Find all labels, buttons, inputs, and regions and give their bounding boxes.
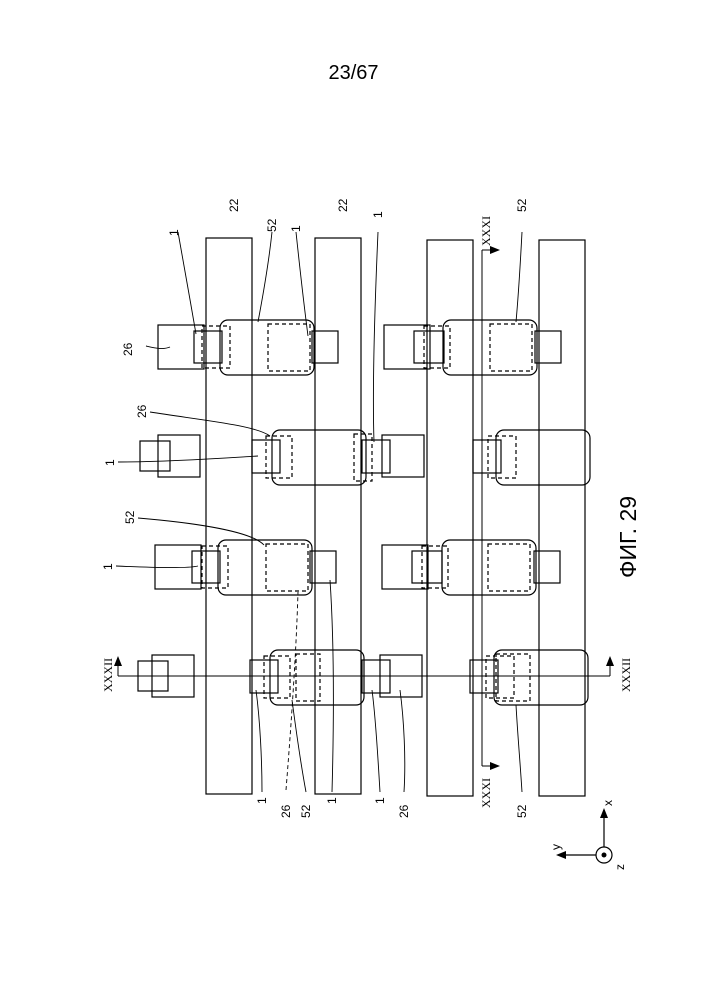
element-1 bbox=[140, 441, 170, 471]
label-1: 1 bbox=[373, 797, 387, 804]
pad-26 bbox=[158, 325, 204, 369]
figure-label: ФИГ. 29 bbox=[615, 496, 641, 578]
hidden-outline bbox=[266, 544, 308, 591]
pad-26 bbox=[384, 325, 430, 369]
body-52 bbox=[496, 430, 590, 485]
label-xxxi: XXXI bbox=[479, 216, 493, 246]
leader-line bbox=[372, 690, 380, 792]
hidden-outline bbox=[486, 656, 514, 698]
body-52 bbox=[272, 430, 366, 485]
label-1: 1 bbox=[325, 797, 339, 804]
label-52: 52 bbox=[123, 510, 137, 524]
body-52 bbox=[494, 650, 588, 705]
hidden-outline bbox=[268, 324, 310, 371]
element-1 bbox=[194, 331, 222, 363]
leader-line bbox=[258, 232, 272, 322]
label-1: 1 bbox=[289, 225, 303, 232]
leader-line bbox=[330, 580, 333, 792]
label-1: 1 bbox=[167, 229, 181, 236]
hidden-outline bbox=[422, 546, 448, 588]
hidden-outline bbox=[424, 326, 450, 368]
rail-22 bbox=[315, 238, 361, 794]
leader-line bbox=[256, 690, 262, 792]
hidden-outline bbox=[264, 656, 290, 698]
label-xxxii: XXXII bbox=[619, 658, 633, 692]
element-1 bbox=[312, 331, 338, 363]
rail-22 bbox=[427, 240, 473, 796]
hidden-outline bbox=[354, 434, 372, 481]
label-26: 26 bbox=[279, 804, 293, 818]
label-22: 22 bbox=[336, 198, 350, 212]
label-1: 1 bbox=[103, 459, 117, 466]
hidden-outline bbox=[496, 654, 530, 701]
body-52 bbox=[218, 540, 312, 595]
pad-26 bbox=[382, 435, 424, 477]
rail-22 bbox=[206, 238, 252, 794]
leader-line bbox=[116, 566, 198, 568]
hidden-outline bbox=[488, 436, 516, 478]
label-1: 1 bbox=[255, 797, 269, 804]
label-22: 22 bbox=[227, 198, 241, 212]
label-52: 52 bbox=[515, 198, 529, 212]
axis-label-x: x bbox=[601, 800, 615, 806]
label-52: 52 bbox=[299, 804, 313, 818]
element-1 bbox=[310, 551, 336, 583]
label-xxxii: XXXII bbox=[101, 658, 115, 692]
label-52: 52 bbox=[515, 804, 529, 818]
leader-line bbox=[292, 700, 306, 792]
label-26: 26 bbox=[397, 804, 411, 818]
body-52 bbox=[220, 320, 314, 375]
leader-line bbox=[118, 456, 258, 462]
leader-line bbox=[516, 705, 522, 792]
hidden-outline bbox=[266, 436, 292, 478]
label-26: 26 bbox=[135, 404, 149, 418]
leader-line bbox=[138, 518, 264, 545]
hidden-outline bbox=[490, 324, 532, 371]
hidden-outline bbox=[488, 544, 530, 591]
leader-line bbox=[516, 232, 522, 322]
body-52 bbox=[442, 540, 536, 595]
label-1: 1 bbox=[371, 211, 385, 218]
axis-label-z: z bbox=[613, 864, 627, 870]
body-52 bbox=[270, 650, 364, 705]
leader-line bbox=[400, 690, 405, 792]
label-26: 26 bbox=[121, 342, 135, 356]
element-1 bbox=[414, 331, 444, 363]
leader-line bbox=[373, 232, 378, 442]
label-xxxi: XXXI bbox=[479, 778, 493, 808]
element-1 bbox=[534, 551, 560, 583]
rail-22 bbox=[539, 240, 585, 796]
hidden-outline bbox=[296, 654, 320, 701]
element-1 bbox=[473, 440, 501, 473]
leader-line bbox=[178, 232, 196, 334]
axis-label-y: y bbox=[549, 844, 563, 850]
label-52: 52 bbox=[265, 218, 279, 232]
label-1: 1 bbox=[101, 563, 115, 570]
